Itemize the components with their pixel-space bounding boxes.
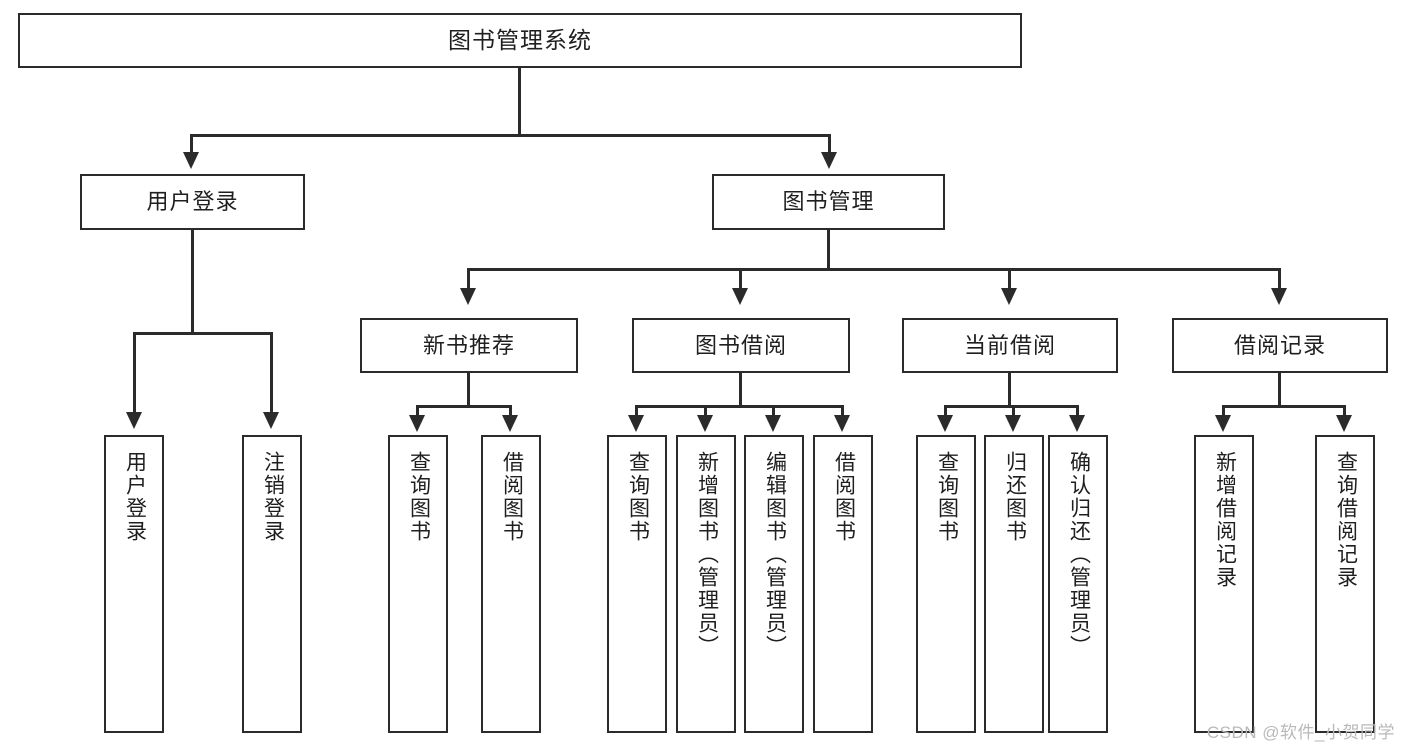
- connector-recommend-leaf1: [509, 405, 512, 417]
- node-label: 查询图书: [626, 451, 650, 543]
- arrowhead-recommend-leaf1: [502, 415, 518, 432]
- node-label: 查询借阅记录: [1334, 451, 1358, 589]
- connector-bookmgmt-to-l2-1: [739, 268, 742, 290]
- node-label: 编辑图书（管理员）: [763, 451, 787, 658]
- arrowhead-borrow-leaf0: [628, 415, 644, 432]
- arrowhead-record-leaf1: [1336, 415, 1352, 432]
- connector-borrow-leaf1: [704, 405, 707, 417]
- leaf-borrow-add-book-admin[interactable]: 新增图书（管理员）: [676, 435, 736, 733]
- connector-login-to-leaf1: [270, 332, 273, 414]
- leaf-current-confirm-return-admin[interactable]: 确认归还（管理员）: [1048, 435, 1108, 733]
- leaf-borrow-borrow-book[interactable]: 借阅图书: [813, 435, 873, 733]
- node-book-borrow[interactable]: 图书借阅: [632, 318, 850, 373]
- node-label: 借阅记录: [1233, 332, 1326, 358]
- leaf-current-return-book[interactable]: 归还图书: [984, 435, 1044, 733]
- leaf-logout[interactable]: 注销登录: [242, 435, 302, 733]
- connector-bookmgmt-to-l2-3: [1278, 268, 1281, 290]
- arrowhead-l2-0: [460, 288, 476, 305]
- arrowhead-borrow-leaf3: [834, 415, 850, 432]
- connector-record-leaf0: [1222, 405, 1225, 417]
- connector-login-stem: [191, 230, 194, 334]
- csdn-watermark: CSDN @软件_小贺同学: [1206, 723, 1395, 742]
- connector-root-to-login: [190, 134, 193, 154]
- connector-current-bar: [944, 405, 1079, 408]
- node-label: 查询图书: [935, 451, 959, 543]
- arrowhead-l2-2: [1001, 288, 1017, 305]
- connector-current-leaf2: [1076, 405, 1079, 417]
- connector-recommend-stem: [467, 373, 470, 407]
- connector-record-leaf1: [1343, 405, 1346, 417]
- connector-root-bar: [190, 134, 831, 137]
- connector-borrow-leaf0: [635, 405, 638, 417]
- connector-borrow-leaf3: [841, 405, 844, 417]
- connector-login-to-leaf0: [133, 332, 136, 414]
- node-label: 查询图书: [407, 451, 431, 543]
- node-root-system[interactable]: 图书管理系统: [18, 13, 1022, 68]
- leaf-current-query-book[interactable]: 查询图书: [916, 435, 976, 733]
- node-label: 借阅图书: [500, 451, 524, 543]
- connector-borrow-stem: [739, 373, 742, 407]
- arrowhead-root-to-bookmgmt: [821, 152, 837, 169]
- connector-root-stem: [518, 68, 521, 136]
- leaf-user-login[interactable]: 用户登录: [104, 435, 164, 733]
- connector-recommend-leaf0: [416, 405, 419, 417]
- connector-bookmgmt-to-l2-0: [467, 268, 470, 290]
- arrowhead-record-leaf0: [1215, 415, 1231, 432]
- leaf-record-add-borrow-record[interactable]: 新增借阅记录: [1194, 435, 1254, 733]
- node-label: 新增借阅记录: [1213, 451, 1237, 589]
- connector-record-stem: [1278, 373, 1281, 407]
- node-label: 归还图书: [1003, 451, 1027, 543]
- node-label: 当前借阅: [963, 332, 1056, 358]
- connector-record-bar: [1222, 405, 1346, 408]
- node-label: 图书管理系统: [448, 27, 592, 54]
- node-current-borrow[interactable]: 当前借阅: [902, 318, 1118, 373]
- arrowhead-login-leaf0: [126, 412, 142, 429]
- arrowhead-recommend-leaf0: [409, 415, 425, 432]
- leaf-recommend-query-book[interactable]: 查询图书: [388, 435, 448, 733]
- arrowhead-l2-3: [1271, 288, 1287, 305]
- connector-borrow-leaf2: [772, 405, 775, 417]
- node-label: 用户登录: [146, 189, 239, 215]
- connector-recommend-bar: [416, 405, 512, 408]
- connector-root-to-bookmgmt: [828, 134, 831, 154]
- arrowhead-current-leaf2: [1069, 415, 1085, 432]
- node-label: 注销登录: [261, 451, 285, 543]
- leaf-borrow-edit-book-admin[interactable]: 编辑图书（管理员）: [744, 435, 804, 733]
- node-label: 用户登录: [123, 451, 147, 543]
- connector-borrow-bar: [635, 405, 844, 408]
- connector-login-bar: [133, 332, 273, 335]
- connector-current-leaf1: [1012, 405, 1015, 417]
- leaf-recommend-borrow-book[interactable]: 借阅图书: [481, 435, 541, 733]
- connector-bookmgmt-to-l2-2: [1008, 268, 1011, 290]
- connector-current-leaf0: [944, 405, 947, 417]
- arrowhead-current-leaf1: [1005, 415, 1021, 432]
- node-new-book-recommend[interactable]: 新书推荐: [360, 318, 578, 373]
- node-user-login[interactable]: 用户登录: [80, 174, 305, 230]
- node-borrow-record[interactable]: 借阅记录: [1172, 318, 1388, 373]
- node-label: 新书推荐: [422, 332, 515, 358]
- node-label: 借阅图书: [832, 451, 856, 543]
- node-label: 图书管理: [782, 189, 875, 215]
- arrowhead-l2-1: [732, 288, 748, 305]
- connector-current-stem: [1008, 373, 1011, 407]
- node-label: 图书借阅: [694, 332, 787, 358]
- arrowhead-borrow-leaf1: [697, 415, 713, 432]
- leaf-borrow-query-book[interactable]: 查询图书: [607, 435, 667, 733]
- arrowhead-root-to-login: [183, 152, 199, 169]
- node-label: 新增图书（管理员）: [695, 451, 719, 658]
- arrowhead-current-leaf0: [937, 415, 953, 432]
- arrowhead-login-leaf1: [263, 412, 279, 429]
- node-label: 确认归还（管理员）: [1067, 451, 1091, 658]
- node-book-management[interactable]: 图书管理: [712, 174, 945, 230]
- arrowhead-borrow-leaf2: [765, 415, 781, 432]
- connector-bookmgmt-stem: [827, 230, 830, 270]
- leaf-record-query-borrow-record[interactable]: 查询借阅记录: [1315, 435, 1375, 733]
- connector-bookmgmt-bar: [467, 268, 1281, 271]
